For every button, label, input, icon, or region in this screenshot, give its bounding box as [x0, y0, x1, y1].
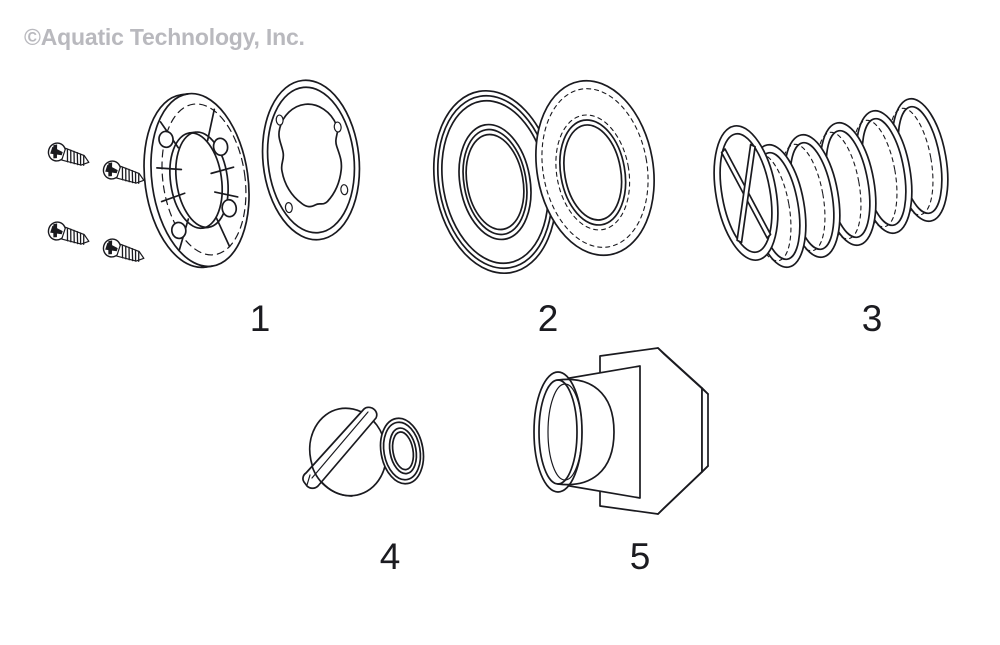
- face-ring: [143, 92, 250, 269]
- part-5-group: [533, 347, 709, 515]
- part-label-1: 1: [249, 298, 271, 339]
- part-3-group: [713, 97, 949, 269]
- part-1-group: [47, 79, 361, 269]
- screw-icon: [47, 142, 90, 166]
- stack-ring-with-cross-brace: [713, 124, 779, 262]
- gasket-washer-rear: [535, 79, 655, 257]
- part-4-group: [302, 406, 425, 497]
- part-label-3: 3: [861, 298, 883, 339]
- eyeball-fitting: [302, 406, 388, 497]
- part-label-4: 4: [379, 536, 401, 577]
- screw-icon: [47, 221, 90, 245]
- o-ring: [379, 417, 425, 485]
- copyright-notice: ©Aquatic Technology, Inc.: [24, 24, 305, 50]
- screw-icon: [102, 238, 145, 262]
- gasket-plate: [261, 79, 361, 241]
- gasket-washer-front: [432, 89, 558, 275]
- hex-lock-nut: [533, 347, 709, 515]
- screw-icon: [102, 160, 145, 184]
- part-2-group: [432, 79, 655, 275]
- part-label-5: 5: [629, 536, 651, 577]
- part-label-2: 2: [537, 298, 559, 339]
